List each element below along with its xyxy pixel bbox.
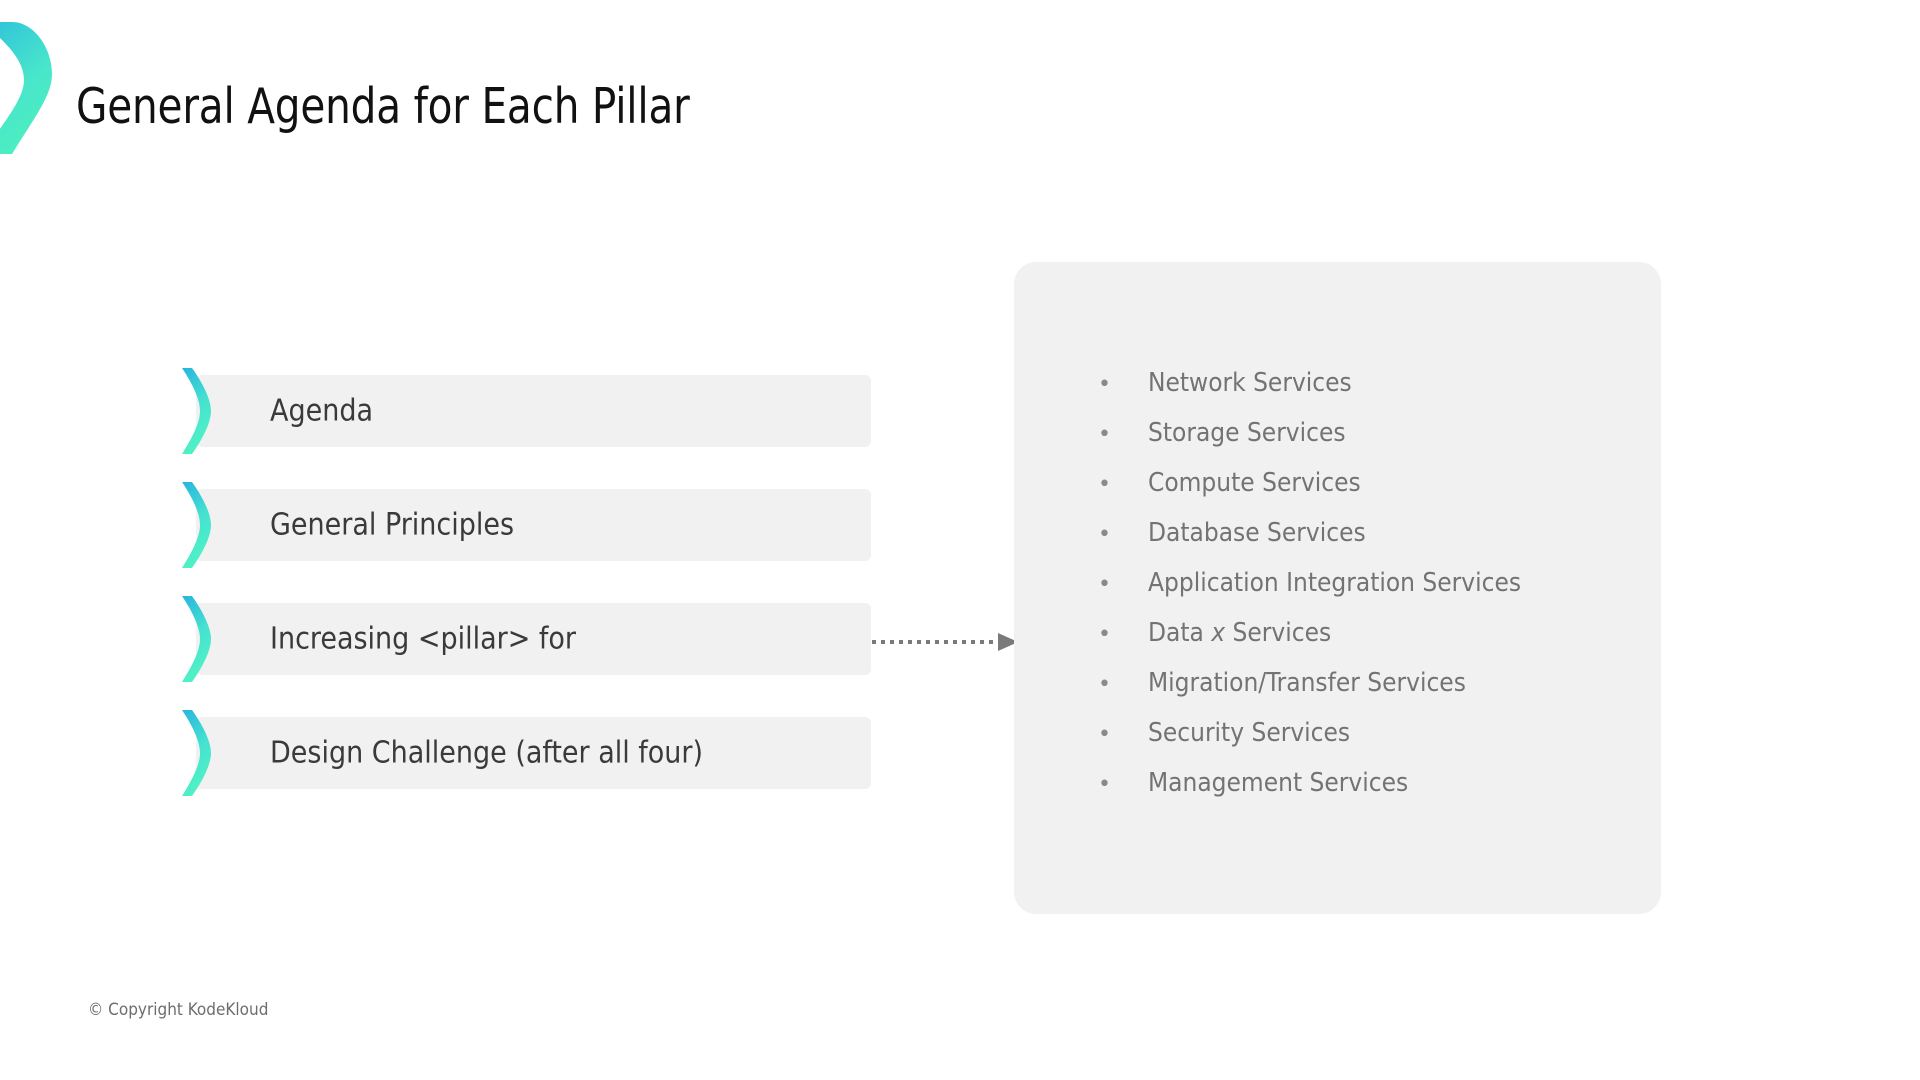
agenda-item-design-challenge[interactable]: Design Challenge (after all four) bbox=[180, 710, 880, 796]
agenda-item-label: General Principles bbox=[270, 507, 515, 543]
agenda-list: Agenda General Principles bbox=[180, 368, 880, 796]
service-label: Application Integration Services bbox=[1148, 568, 1522, 598]
chevron-right-icon bbox=[182, 596, 211, 682]
service-label-suffix: Services bbox=[1225, 618, 1332, 648]
service-label: Network Services bbox=[1148, 368, 1352, 398]
service-label: Migration/Transfer Services bbox=[1148, 668, 1466, 698]
services-panel bbox=[1014, 262, 1661, 914]
chevron-right-icon bbox=[182, 482, 211, 568]
list-item: • Data x Services bbox=[1098, 618, 1638, 668]
bullet-dot-icon: • bbox=[1098, 572, 1111, 597]
bullet-dot-icon: • bbox=[1098, 622, 1111, 647]
list-item: • Database Services bbox=[1098, 518, 1638, 568]
agenda-item-label: Design Challenge (after all four) bbox=[270, 735, 704, 771]
chevron-right-icon bbox=[182, 710, 211, 796]
agenda-item-general-principles[interactable]: General Principles bbox=[180, 482, 880, 568]
footer-copyright: © Copyright KodeKloud bbox=[88, 1000, 269, 1020]
list-item: • Security Services bbox=[1098, 718, 1638, 768]
bullet-dot-icon: • bbox=[1098, 522, 1111, 547]
list-item: • Storage Services bbox=[1098, 418, 1638, 468]
list-item: • Network Services bbox=[1098, 368, 1638, 418]
bullet-dot-icon: • bbox=[1098, 672, 1111, 697]
service-label-prefix: Data bbox=[1148, 618, 1212, 648]
service-label: Data x Services bbox=[1148, 618, 1331, 648]
agenda-item-box bbox=[196, 489, 871, 561]
chevron-right-icon bbox=[182, 368, 211, 454]
services-list: • Network Services • Storage Services • … bbox=[1098, 368, 1638, 818]
list-item: • Compute Services bbox=[1098, 468, 1638, 518]
bullet-dot-icon: • bbox=[1098, 472, 1111, 497]
list-item: • Management Services bbox=[1098, 768, 1638, 818]
agenda-item-label: Increasing <pillar> for bbox=[270, 621, 577, 657]
agenda-item-agenda[interactable]: Agenda bbox=[180, 368, 880, 454]
dotted-arrow-right-icon bbox=[872, 633, 1018, 651]
service-label: Storage Services bbox=[1148, 418, 1346, 448]
service-label: Compute Services bbox=[1148, 468, 1361, 498]
page-title: General Agenda for Each Pillar bbox=[76, 78, 690, 135]
list-item: • Application Integration Services bbox=[1098, 568, 1638, 618]
agenda-item-box bbox=[196, 603, 871, 675]
list-item: • Migration/Transfer Services bbox=[1098, 668, 1638, 718]
bullet-dot-icon: • bbox=[1098, 422, 1111, 447]
bullet-dot-icon: • bbox=[1098, 772, 1111, 797]
agenda-item-label: Agenda bbox=[270, 393, 373, 429]
bullet-dot-icon: • bbox=[1098, 372, 1111, 397]
agenda-item-box bbox=[196, 375, 871, 447]
bullet-dot-icon: • bbox=[1098, 722, 1111, 747]
agenda-item-increasing-pillar[interactable]: Increasing <pillar> for bbox=[180, 596, 880, 682]
agenda-item-box bbox=[196, 717, 871, 789]
service-label: Security Services bbox=[1148, 718, 1351, 748]
service-label-variable: x bbox=[1211, 618, 1226, 648]
brand-chevron-icon bbox=[0, 22, 52, 154]
service-label: Management Services bbox=[1148, 768, 1409, 798]
service-label: Database Services bbox=[1148, 518, 1366, 548]
